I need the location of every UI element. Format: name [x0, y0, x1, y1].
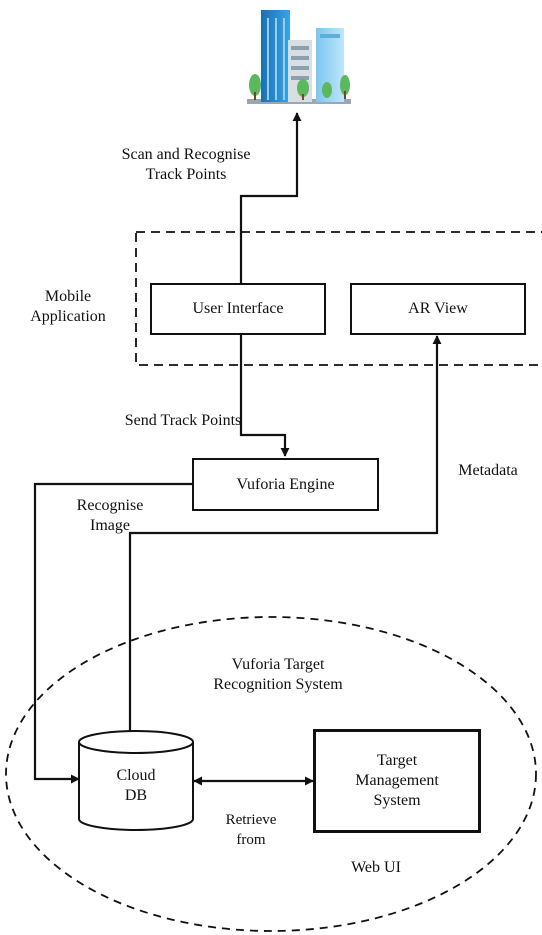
retrieve-from-label-line1: Retrieve	[225, 812, 277, 828]
vuforia-system-boundary	[5, 616, 537, 932]
recognise-image-label-line2: Image	[90, 517, 130, 534]
vuforia-system-label-line1: Vuforia Target	[231, 656, 325, 673]
vuforia-system-label: Vuforia Target Recognition System	[183, 655, 373, 695]
cloud-db-label-line1: Cloud	[116, 767, 156, 784]
send-track-points-label: Send Track Points	[98, 411, 268, 431]
cloud-db-cylinder	[78, 730, 194, 831]
recognise-image-label: Recognise Image	[58, 496, 162, 536]
web-ui-text: Web UI	[351, 859, 401, 876]
web-ui-label: Web UI	[334, 858, 418, 878]
retrieve-from-label: Retrieve from	[206, 810, 296, 850]
mobile-application-label-line2: Application	[30, 308, 106, 325]
retrieve-from-label-line2: from	[236, 832, 266, 848]
metadata-arrow	[128, 335, 442, 731]
mobile-application-label: Mobile Application	[12, 287, 124, 327]
scan-label: Scan and Recognise Track Points	[100, 145, 272, 185]
user-interface-label: User Interface	[192, 300, 284, 317]
send-track-points-text: Send Track Points	[124, 412, 242, 429]
recognise-image-arrow	[33, 482, 192, 784]
vuforia-engine-box: Vuforia Engine	[192, 458, 379, 511]
vuforia-engine-label: Vuforia Engine	[236, 475, 335, 493]
vuforia-system-label-line2: Recognition System	[213, 676, 343, 693]
tms-label-line2: Management	[355, 772, 439, 789]
tms-label-line1: Target	[376, 752, 418, 769]
mobile-application-label-line1: Mobile	[44, 288, 92, 305]
target-management-system-box: Target Management System	[313, 729, 481, 833]
recognise-image-label-line1: Recognise	[76, 497, 144, 514]
tms-label-line3: System	[373, 792, 421, 809]
scan-label-line2: Track Points	[145, 166, 227, 183]
city-buildings-icon	[247, 10, 351, 104]
scan-arrow	[239, 112, 302, 283]
metadata-label: Metadata	[440, 461, 536, 481]
metadata-text: Metadata	[458, 462, 518, 479]
cloud-db-label: Cloud DB	[96, 766, 176, 806]
user-interface-box: User Interface	[150, 283, 326, 335]
send-track-points-arrow	[239, 334, 290, 457]
ar-view-label: AR View	[408, 300, 468, 317]
scan-label-line1: Scan and Recognise	[121, 146, 251, 163]
cloud-db-label-line2: DB	[124, 787, 148, 804]
ar-view-box: AR View	[350, 283, 526, 335]
mobile-application-boundary	[135, 231, 542, 366]
